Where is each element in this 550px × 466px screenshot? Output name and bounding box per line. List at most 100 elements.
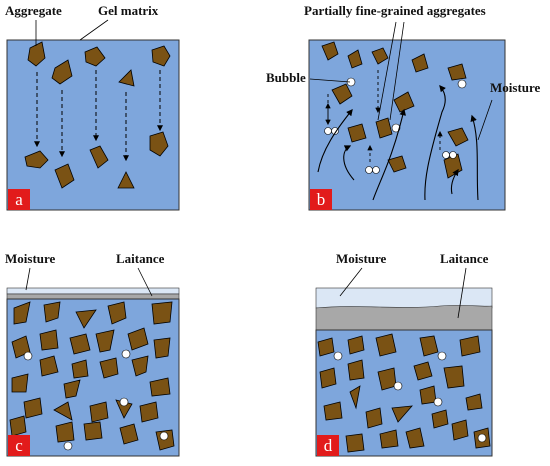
bubble (23, 351, 33, 361)
aggregate (55, 421, 75, 443)
label-aggregate: Aggregate (5, 3, 62, 18)
aggregate (119, 423, 139, 445)
aggregate (349, 385, 361, 410)
label-laitance-c: Laitance (116, 251, 165, 266)
panel-d-moisture-layer (315, 287, 493, 309)
leader-fine-grained (377, 21, 397, 121)
aggregate (127, 327, 149, 351)
moisture-flow (470, 114, 479, 201)
panel-d-laitance-layer (315, 304, 493, 331)
aggregate (69, 333, 91, 355)
aggregate (365, 407, 383, 429)
aggregate (9, 415, 27, 437)
panel-tag-c-text: c (15, 436, 23, 455)
aggregate (387, 155, 407, 173)
bubble (433, 397, 443, 407)
aggregate (347, 359, 365, 381)
panel-tag-d-text: d (324, 436, 333, 455)
bubble (331, 127, 339, 135)
moisture-flow (424, 84, 446, 201)
label-moisture-c: Moisture (5, 251, 56, 266)
aggregate (118, 69, 135, 87)
aggregate (153, 337, 171, 359)
leader-bubble (309, 78, 351, 83)
aggregate (375, 117, 393, 139)
bubble (159, 431, 169, 441)
aggregate (75, 309, 97, 329)
aggregate (375, 333, 397, 357)
aggregate (13, 301, 31, 325)
label-partially-fine-grained: Partially fine-grained aggregates (304, 3, 486, 18)
aggregate (405, 427, 425, 449)
panel-tag-a (8, 189, 30, 210)
moisture-flow (450, 168, 459, 195)
aggregate (71, 359, 89, 379)
aggregate (11, 373, 29, 393)
aggregate (149, 131, 169, 157)
aggregate (447, 127, 469, 147)
aggregate (53, 401, 73, 421)
aggregate (323, 401, 343, 421)
aggregate (139, 401, 159, 423)
aggregate (131, 355, 149, 377)
label-moisture-b: Moisture (490, 80, 541, 95)
panel-c-laitance-layer (6, 293, 180, 300)
aggregate (443, 365, 465, 389)
aggregate (451, 419, 469, 441)
bubble (63, 441, 73, 451)
bubble (333, 351, 343, 361)
aggregate (117, 171, 135, 189)
aggregate (63, 379, 81, 399)
leader-moisture-c (25, 267, 31, 291)
panel-c-moisture-layer (6, 287, 180, 295)
panel-c: c (6, 287, 180, 457)
aggregate (43, 301, 61, 323)
moisture-flow (372, 108, 406, 201)
panel-b-matrix (308, 39, 506, 211)
aggregate (321, 41, 339, 61)
aggregate (99, 357, 119, 379)
panel-tag-d (317, 435, 339, 456)
bubble (437, 351, 447, 361)
aggregate (84, 46, 106, 67)
aggregate (83, 421, 103, 441)
aggregate (27, 41, 46, 67)
aggregate (11, 335, 31, 359)
aggregate (151, 301, 173, 325)
panel-a: a (6, 39, 180, 211)
panel-b: b (308, 39, 506, 211)
aggregate (319, 367, 337, 389)
aggregate (447, 63, 467, 81)
label-moisture-d: Moisture (336, 251, 387, 266)
panel-tag-b-text: b (317, 190, 326, 209)
aggregate (431, 409, 449, 429)
panel-a-matrix (6, 39, 180, 211)
aggregate (419, 335, 439, 357)
bubble (477, 433, 487, 443)
panel-d: d (315, 287, 493, 457)
aggregate (89, 145, 109, 169)
aggregate (39, 355, 59, 377)
moisture-flow (343, 145, 355, 181)
aggregate (465, 393, 483, 411)
aggregate (317, 337, 335, 357)
moisture-flow (317, 108, 353, 173)
aggregate (347, 123, 367, 143)
panel-tag-a-text: a (15, 190, 23, 209)
label-gel-matrix: Gel matrix (98, 3, 159, 18)
label-laitance-d: Laitance (440, 251, 489, 266)
aggregate (149, 377, 171, 397)
aggregate (393, 91, 415, 113)
aggregate (151, 45, 171, 67)
bubble (442, 151, 450, 159)
aggregate (54, 163, 75, 189)
aggregate (459, 335, 481, 357)
leader-laitance-c (137, 267, 153, 297)
leader-moisture-b (477, 99, 493, 141)
aggregate (107, 301, 127, 325)
leader-laitance-d (457, 267, 467, 319)
aggregate (347, 49, 363, 69)
panel-tag-b (310, 189, 332, 210)
bubble (372, 166, 380, 174)
